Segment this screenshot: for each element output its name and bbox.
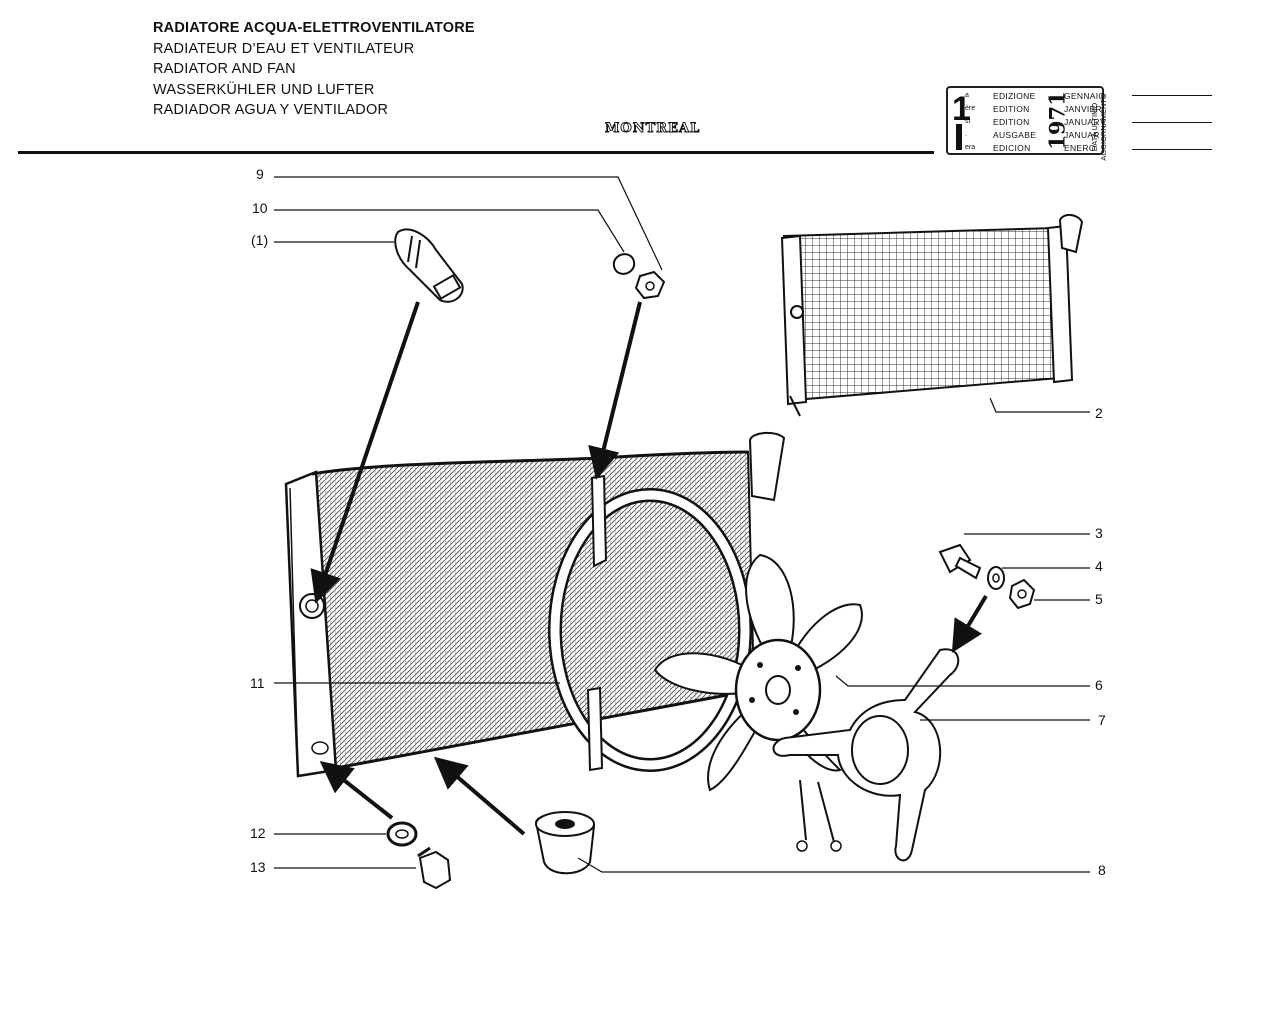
edition-month: JANUARY [1064, 117, 1106, 127]
edition-month: JANVIER [1064, 104, 1102, 114]
fan-bracket [772, 648, 960, 862]
leader-lines [274, 176, 1090, 873]
title-block: RADIATORE ACQUA-ELETTROVENTILATORE RADIA… [153, 18, 475, 121]
callout-9: 9 [256, 166, 264, 182]
edition-month: ENERO [1064, 143, 1096, 153]
title-english: RADIATOR AND FAN [153, 61, 296, 77]
main-radiator [284, 432, 786, 778]
small-radiator [780, 214, 1084, 417]
edition-word: AUSGABE [993, 130, 1037, 140]
edition-suffix: st [965, 118, 971, 125]
callout-4: 4 [1095, 558, 1103, 574]
callout-10: 10 [252, 200, 268, 216]
title-german: WASSERKÜHLER UND LUFTER [153, 81, 375, 98]
rubber-mount [534, 811, 596, 875]
thermo-switch [394, 228, 464, 303]
title-french: RADIATEUR D’EAU ET VENTILATEUR [153, 40, 415, 57]
edition-suffix: . [965, 131, 967, 138]
title-spanish: RADIADOR AGUA Y VENTILADOR [153, 102, 389, 118]
edition-box: 1 a ère st . era EDIZIONE EDITION EDITIO… [946, 86, 1106, 155]
fan-assembly [653, 553, 863, 792]
edition-suffix: era [965, 144, 976, 151]
edition-suffix: a [965, 92, 969, 99]
edition-month: JANUAR [1064, 130, 1100, 140]
callout-7: 7 [1098, 712, 1106, 728]
washer-and-drain-plug [386, 821, 452, 890]
callout-11: 11 [250, 675, 265, 691]
callout-6: 6 [1095, 677, 1103, 693]
fan-shroud [548, 474, 752, 772]
edition-number-bar [956, 124, 962, 150]
callout-12: 12 [250, 825, 266, 841]
header-rule [18, 151, 934, 154]
assembly-arrows [310, 301, 988, 836]
edition-word: EDICION [993, 143, 1031, 153]
callout-13: 13 [250, 859, 266, 875]
model-name: MONTREAL [605, 121, 701, 137]
update-line [1132, 149, 1212, 150]
bolt-washer-nut [938, 543, 1036, 610]
update-line [1132, 122, 1212, 123]
callout-8: 8 [1098, 862, 1106, 878]
edition-word: EDITION [993, 117, 1030, 127]
update-line [1132, 95, 1212, 96]
edition-number: 1 [952, 90, 971, 128]
title-italian: RADIATORE ACQUA-ELETTROVENTILATORE [153, 20, 475, 36]
callout-1: (1) [251, 232, 269, 248]
callout-3: 3 [1095, 525, 1103, 541]
callout-5: 5 [1095, 591, 1103, 607]
callout-2: 2 [1095, 405, 1103, 421]
edition-word: EDIZIONE [993, 91, 1036, 101]
edition-month: GENNAIO [1064, 91, 1106, 101]
edition-suffix: ère [965, 105, 976, 112]
nut-9-washer-10 [612, 253, 666, 300]
edition-word: EDITION [993, 104, 1030, 114]
